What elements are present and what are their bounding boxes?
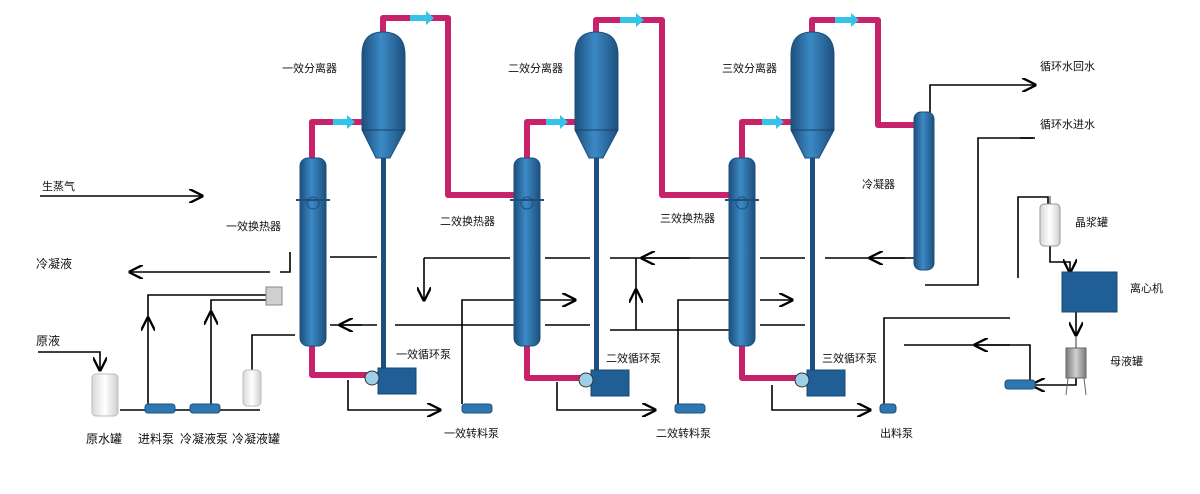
label-heat-exchanger-1: 一效换热器 bbox=[226, 219, 281, 233]
condenser bbox=[913, 111, 935, 271]
heat-exchanger-2 bbox=[510, 157, 544, 347]
circ-loop-2 bbox=[524, 340, 590, 381]
raw-water-tank bbox=[91, 373, 119, 417]
label-transfer-pump-1: 一效转料泵 bbox=[444, 426, 499, 440]
circulation-pump-3 bbox=[794, 369, 846, 397]
label-cooling-water-inlet: 循环水进水 bbox=[1040, 118, 1095, 131]
vapor-pipe-1 bbox=[380, 15, 516, 198]
label-mother-tank: 母液罐 bbox=[1110, 354, 1143, 368]
circulation-pump-1 bbox=[364, 367, 417, 395]
label-centrifuge: 离心机 bbox=[1130, 281, 1163, 295]
label-discharge-pump: 出料泵 bbox=[880, 426, 913, 440]
label-heat-exchanger-3: 三效换热器 bbox=[660, 211, 715, 225]
circ-loop-3 bbox=[739, 340, 806, 381]
raw-liquid-line bbox=[38, 351, 100, 370]
separator-2 bbox=[574, 31, 619, 373]
condensate-tank bbox=[242, 369, 262, 407]
riser-1 bbox=[309, 119, 362, 160]
label-separator-2: 二效分离器 bbox=[508, 61, 563, 75]
small-pumps bbox=[144, 379, 1036, 414]
label-feed-pump: 进料泵 bbox=[138, 432, 174, 446]
separator-1 bbox=[361, 31, 406, 373]
centrifuge bbox=[1061, 271, 1118, 313]
mother-liquor-tank bbox=[1065, 337, 1087, 396]
label-circ-pump-3: 三效循环泵 bbox=[822, 351, 877, 365]
vapor-pipe-2 bbox=[593, 17, 733, 198]
label-steam: 生蒸气 bbox=[42, 179, 75, 193]
circ-loop-1 bbox=[309, 340, 378, 378]
circulation-pump-2 bbox=[578, 369, 630, 397]
label-circ-pump-1: 一效循环泵 bbox=[396, 347, 451, 361]
label-cooling-water-return: 循环水回水 bbox=[1040, 60, 1095, 73]
label-raw-liquid: 原液 bbox=[36, 333, 60, 348]
label-circ-pump-2: 二效循环泵 bbox=[606, 351, 661, 365]
label-crystal-tank: 晶浆罐 bbox=[1075, 215, 1108, 229]
separator-3 bbox=[790, 31, 835, 373]
label-heat-exchanger-2: 二效换热器 bbox=[440, 214, 495, 228]
flash-box bbox=[265, 286, 283, 306]
label-condensate-pump: 冷凝液泵 bbox=[180, 431, 228, 446]
label-condensate-tank: 冷凝液罐 bbox=[232, 431, 280, 446]
label-condensate: 冷凝液 bbox=[36, 256, 72, 271]
heat-exchanger-1 bbox=[296, 157, 330, 347]
vapor-pipe-3 bbox=[809, 17, 914, 128]
label-transfer-pump-2: 二效转料泵 bbox=[656, 426, 711, 440]
crystal-slurry-tank bbox=[1039, 196, 1061, 247]
riser-3 bbox=[739, 119, 791, 160]
vapor-arrows bbox=[333, 11, 859, 129]
label-separator-3: 三效分离器 bbox=[722, 61, 777, 75]
hot-pipes bbox=[309, 15, 914, 381]
riser-2 bbox=[524, 119, 575, 160]
label-raw-water-tank: 原水罐 bbox=[86, 432, 122, 446]
label-condenser: 冷凝器 bbox=[862, 177, 895, 191]
labels: 一效分离器 二效分离器 三效分离器 一效换热器 二效换热器 三效换热器 冷凝器 … bbox=[36, 60, 1163, 446]
label-separator-1: 一效分离器 bbox=[282, 61, 337, 75]
heat-exchanger-3 bbox=[725, 157, 759, 347]
